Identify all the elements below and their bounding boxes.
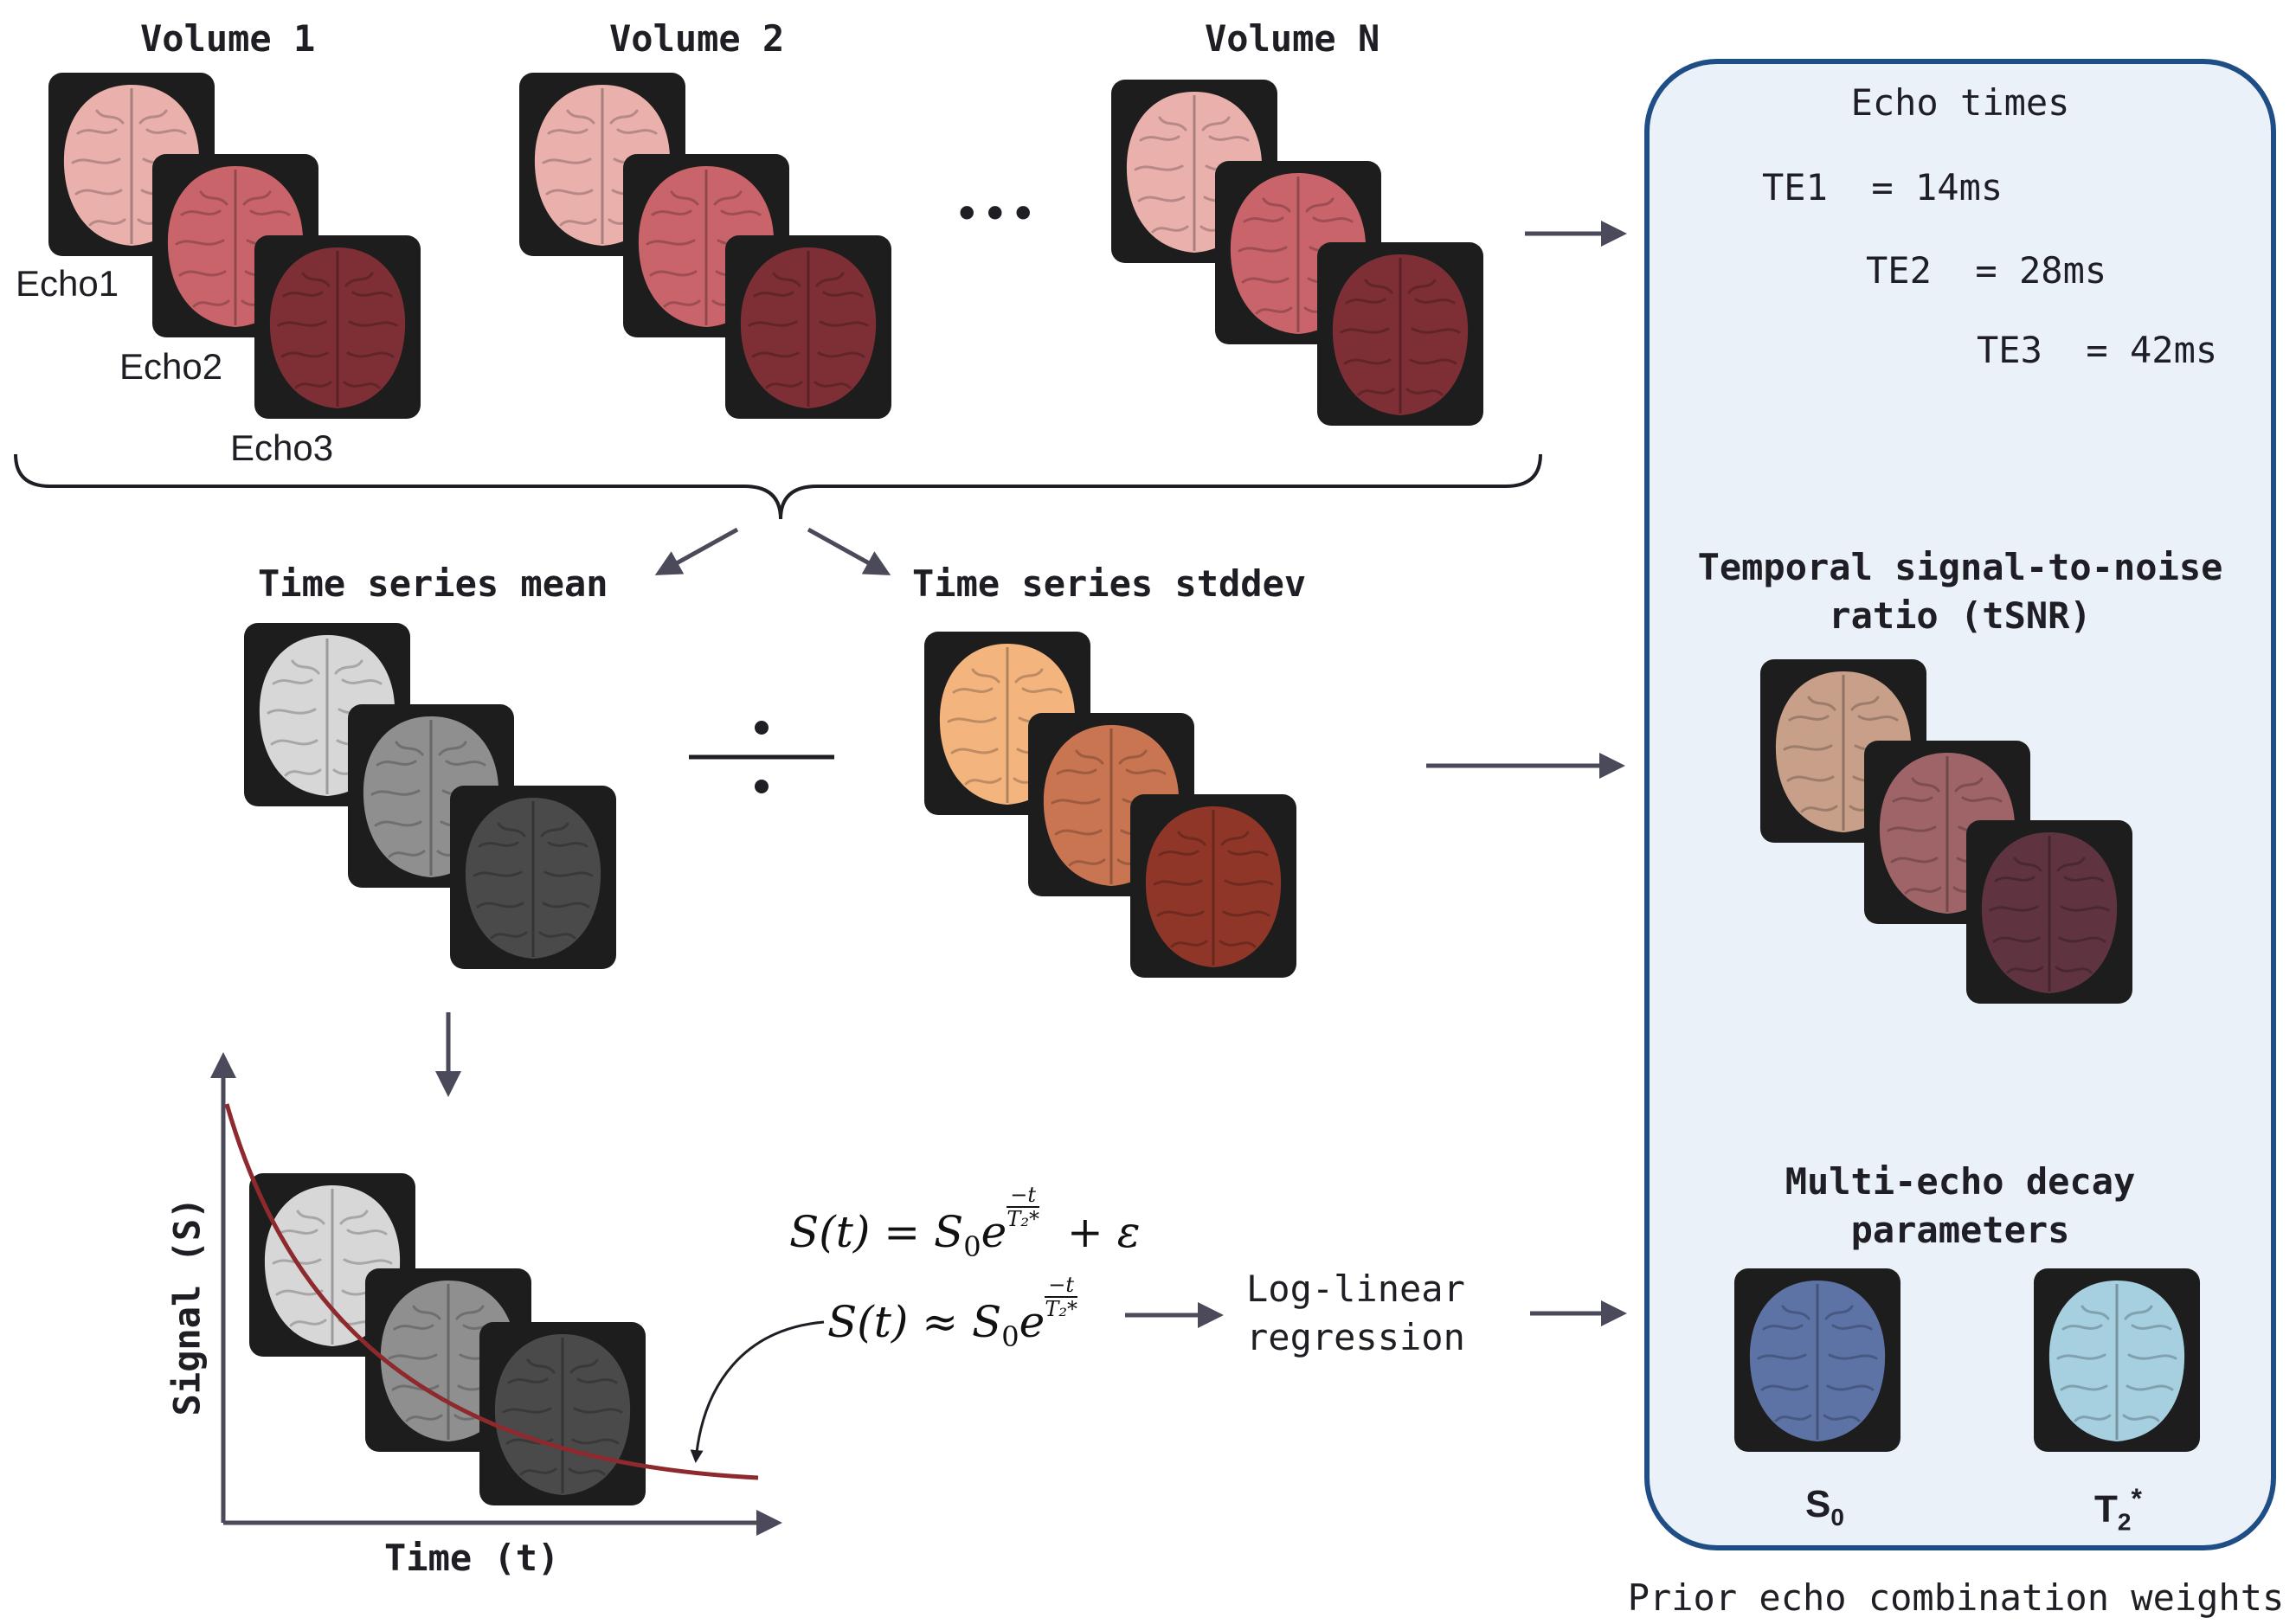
s0-label-main: S — [1805, 1483, 1831, 1525]
equation-model-lhs: S(t) = S — [789, 1207, 964, 1257]
arrow-to-stddev — [807, 527, 891, 575]
mean-echo3-image — [450, 786, 616, 969]
arrow-to-mean — [654, 527, 739, 575]
decay-curve — [224, 1103, 759, 1480]
volume-2-echo3-image — [725, 235, 891, 419]
s0-map-image — [1734, 1268, 1900, 1452]
equation-model-exp-num: −t — [1007, 1184, 1040, 1208]
time-series-stddev-label: Time series stddev — [912, 562, 1307, 605]
s0-label-sub: 0 — [1830, 1503, 1844, 1531]
t2star-label-sup: * — [2131, 1483, 2142, 1514]
t2star-label-main: T — [2094, 1487, 2118, 1531]
stddev-echo3-image — [1130, 794, 1296, 978]
te2-value: TE2 = 28ms — [1866, 249, 2107, 292]
t2star-label: T2* — [2094, 1483, 2142, 1536]
echo1-label: Echo1 — [16, 263, 119, 304]
divide-dot-bottom — [755, 780, 769, 793]
equation-model-noise: + ε — [1066, 1207, 1141, 1257]
divide-dot-top — [755, 721, 769, 735]
volume-n-echo3-image — [1317, 242, 1483, 426]
equation-approx-exp-num: −t — [1045, 1274, 1078, 1298]
tsnr-echo3-image — [1966, 820, 2132, 1004]
volume-2-label: Volume 2 — [609, 17, 785, 60]
prior-weights-footer: Prior echo combination weights — [1627, 1576, 2285, 1619]
echo-times-title: Echo times — [1850, 81, 2070, 124]
decay-params-title: Multi-echo decay parameters — [1644, 1158, 2276, 1255]
decay-params-title-line2: parameters — [1850, 1209, 2070, 1251]
s0-label: S0 — [1805, 1483, 1844, 1531]
equation-model-sub: 0 — [963, 1230, 981, 1263]
regression-label-line2: regression — [1246, 1316, 1465, 1358]
te3-value: TE3 = 42ms — [1977, 329, 2218, 371]
tsnr-title-line2: ratio (tSNR) — [1829, 594, 2092, 637]
volume-1-label: Volume 1 — [140, 17, 316, 60]
brace — [14, 453, 1542, 520]
tsnr-title-line1: Temporal signal-to-noise — [1697, 546, 2223, 588]
decay-params-title-line1: Multi-echo decay — [1785, 1160, 2136, 1203]
time-series-mean-label: Time series mean — [258, 562, 608, 605]
echo3-label: Echo3 — [230, 427, 334, 468]
equation-pointer-arrow — [690, 1320, 825, 1463]
equation-approx-sub: 0 — [1001, 1320, 1019, 1353]
te1-value: TE1 = 14ms — [1762, 166, 2003, 209]
regression-label: Log-linear regression — [1246, 1265, 1465, 1362]
plot-echo3-image — [479, 1322, 646, 1505]
volume-1-echo3-image — [254, 235, 421, 419]
t2star-label-sub: 2 — [2117, 1508, 2132, 1536]
t2star-map-image — [2034, 1268, 2200, 1452]
equation-approx-exp-base: e — [1019, 1297, 1045, 1347]
equation-approx-lhs: S(t) ≈ S — [827, 1297, 1002, 1347]
volumes-ellipsis: ••• — [955, 192, 1040, 236]
equation-model-exp-base: e — [981, 1207, 1007, 1257]
regression-label-line1: Log-linear — [1246, 1268, 1465, 1310]
tsnr-title: Temporal signal-to-noise ratio (tSNR) — [1644, 543, 2276, 640]
equation-approx-exp-den: T₂* — [1045, 1297, 1077, 1321]
volume-n-label: Volume N — [1205, 17, 1380, 60]
equation-model-exp-den: T₂* — [1007, 1207, 1039, 1231]
echo2-label: Echo2 — [119, 346, 223, 387]
plot-x-axis-label: Time (t) — [384, 1537, 560, 1579]
plot-y-axis-label: Signal (S) — [165, 1197, 209, 1416]
